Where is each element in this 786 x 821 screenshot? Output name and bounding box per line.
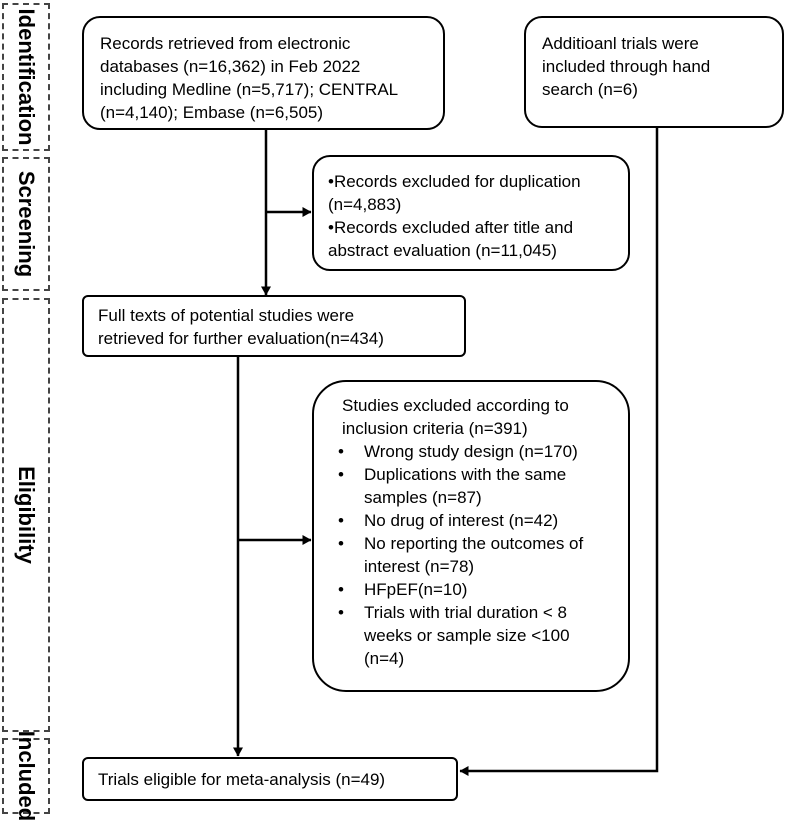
elig-excl-item-text: Duplications with the same <box>364 465 567 484</box>
additional-trials-box: Additioanl trials were included through … <box>524 16 784 128</box>
additional-line-3: search (n=6) <box>542 80 638 99</box>
elig-excl-item-text: weeks or sample size <100 <box>364 626 570 645</box>
eligible-trials-box: Trials eligible for meta-analysis (n=49) <box>82 757 458 801</box>
fulltext-line-1: Full texts of potential studies were <box>98 306 355 325</box>
records-line-3: including Medline (n=5,717); CENTRAL <box>100 80 399 99</box>
screen-excl-line-2: (n=4,883) <box>328 195 402 214</box>
records-retrieved-box: Records retrieved from electronic databa… <box>82 16 445 130</box>
elig-excl-item-text: (n=4) <box>364 649 405 668</box>
screen-excl-line-1: •Records excluded for duplication <box>328 172 581 191</box>
eligibility-exclusion-box: Studies excluded according to inclusion … <box>312 380 630 692</box>
elig-excl-item: • Duplications with the same samples (n=… <box>338 463 628 509</box>
records-line-4: (n=4,140); Embase (n=6,505) <box>100 103 324 122</box>
phase-included: Included <box>2 731 50 821</box>
screen-excl-line-4: abstract evaluation (n=11,045) <box>328 241 557 260</box>
bullet-glyph: • <box>338 465 344 484</box>
phase-screening: Screening <box>2 157 50 291</box>
bullet-glyph: • <box>338 580 344 599</box>
bullet-glyph: • <box>338 511 344 530</box>
elig-excl-item: • Wrong study design (n=170) <box>338 440 628 463</box>
screen-excl-line-3: •Records excluded after title and <box>328 218 574 237</box>
screening-exclusion-box: •Records excluded for duplication (n=4,8… <box>312 155 630 271</box>
bullet-glyph: • <box>338 603 344 622</box>
additional-line-2: included through hand <box>542 57 711 76</box>
elig-excl-item: • No drug of interest (n=42) <box>338 509 628 532</box>
arrow-handsearch-to-eligible <box>459 127 659 776</box>
elig-excl-item: • No reporting the outcomes of interest … <box>338 532 628 578</box>
elig-excl-intro-1: Studies excluded according to <box>342 396 569 415</box>
phase-identification: Identification <box>2 3 50 151</box>
elig-excl-item-text: No reporting the outcomes of <box>364 534 584 553</box>
elig-excl-item-text: Trials with trial duration < 8 <box>364 603 567 622</box>
elig-excl-item-text: samples (n=87) <box>364 488 482 507</box>
additional-line-1: Additioanl trials were <box>542 34 699 53</box>
elig-excl-intro-2: inclusion criteria (n=391) <box>342 419 528 438</box>
elig-excl-item: • Trials with trial duration < 8 weeks o… <box>338 601 628 670</box>
elig-excl-item-text: Wrong study design (n=170) <box>364 442 578 461</box>
eligible-line-1: Trials eligible for meta-analysis (n=49) <box>98 770 386 789</box>
records-line-1: Records retrieved from electronic <box>100 34 351 53</box>
bullet-glyph: • <box>338 534 344 553</box>
records-line-2: databases (n=16,362) in Feb 2022 <box>100 57 361 76</box>
elig-excl-item-text: interest (n=78) <box>364 557 475 576</box>
fulltext-line-2: retrieved for further evaluation(n=434) <box>98 329 384 348</box>
elig-excl-item-text: No drug of interest (n=42) <box>364 511 559 530</box>
fulltext-box: Full texts of potential studies were ret… <box>82 295 466 357</box>
bullet-glyph: • <box>338 442 344 461</box>
elig-excl-item: • HFpEF(n=10) <box>338 578 628 601</box>
elig-excl-list: • Wrong study design (n=170) • Duplicati… <box>338 440 628 670</box>
phase-eligibility: Eligibility <box>2 298 50 732</box>
elig-excl-item-text: HFpEF(n=10) <box>364 580 468 599</box>
